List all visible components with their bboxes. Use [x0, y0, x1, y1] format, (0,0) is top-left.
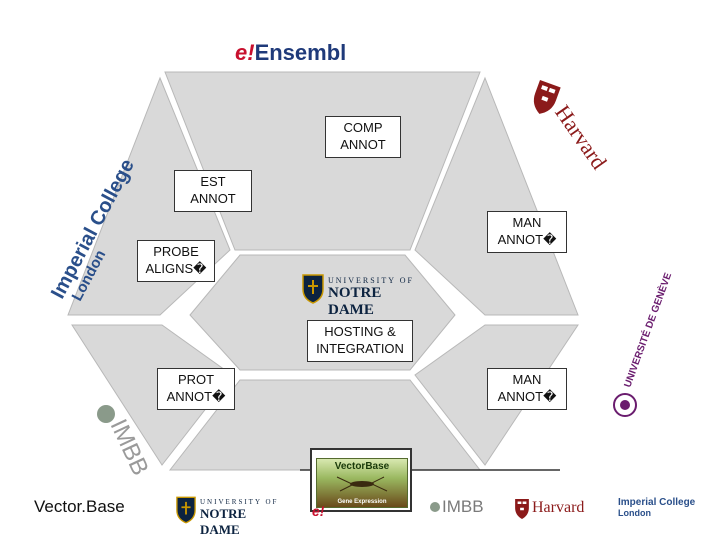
comp-annot-label: COMP ANNOT: [325, 116, 401, 158]
probe-aligns-label: PROBE ALIGNS�: [137, 240, 215, 282]
harvard-shield-top-icon: [533, 80, 561, 114]
vectorbase-thumbnail-sub: Gene Expression: [337, 499, 387, 505]
man-annot-top-label: MAN ANNOT�: [487, 211, 567, 253]
notre-dame-bottom-logo: UNIVERSITY OF NOTRE DAME: [176, 496, 288, 537]
ensembl-top-logo: e!Ensembl: [235, 40, 346, 66]
imbb-bottom-logo: IMBB: [430, 497, 484, 517]
notre-dame-bottom-line2: NOTRE DAME: [200, 506, 247, 537]
ensembl-bottom-logo: e!: [312, 503, 324, 519]
notre-dame-bottom-shield-icon: [176, 496, 196, 524]
notre-dame-shield-icon: [302, 274, 324, 304]
notre-dame-line1: UNIVERSITY OF: [328, 276, 414, 285]
imperial-bottom-logo: Imperial College London: [618, 497, 695, 518]
man-annot-bottom-label: MAN ANNOT�: [487, 368, 567, 410]
est-annot-label: EST ANNOT: [174, 170, 252, 212]
imbb-bottom-text: IMBB: [442, 497, 484, 516]
geneve-logo: UNIVERSITÉ DE GENÈVE: [613, 270, 675, 417]
imperial-bottom-line2: London: [618, 508, 651, 518]
vectorbase-thumbnail-inner: VectorBase Gene Expression: [316, 458, 408, 508]
hosting-integration-label: HOSTING & INTEGRATION: [307, 320, 413, 362]
harvard-bottom-text: Harvard: [532, 499, 585, 516]
imperial-bottom-line1: Imperial College: [618, 497, 696, 508]
ensembl-name: Ensembl: [254, 40, 347, 65]
vectorbase-thumbnail: VectorBase Gene Expression: [310, 448, 412, 512]
prot-annot-label: PROT ANNOT�: [157, 368, 235, 410]
ensembl-bottom-prefix: e!: [312, 503, 325, 519]
mosquito-icon: [336, 476, 388, 492]
harvard-bottom-shield-icon: [515, 499, 529, 519]
imbb-bottom-dot-icon: [430, 502, 440, 512]
notre-dame-center-logo: UNIVERSITY OF NOTRE DAME: [302, 274, 424, 318]
ensembl-prefix: e!: [235, 40, 255, 65]
vectorbase-caption: Vector.Base: [34, 497, 125, 516]
harvard-top-logo-text: Harvard: [550, 100, 612, 173]
notre-dame-line2: NOTRE DAME: [328, 285, 382, 318]
notre-dame-bottom-line1: UNIVERSITY OF: [200, 498, 279, 506]
vectorbase-thumbnail-title: VectorBase: [334, 461, 390, 472]
geneve-logo-text: UNIVERSITÉ DE GENÈVE: [621, 270, 675, 389]
